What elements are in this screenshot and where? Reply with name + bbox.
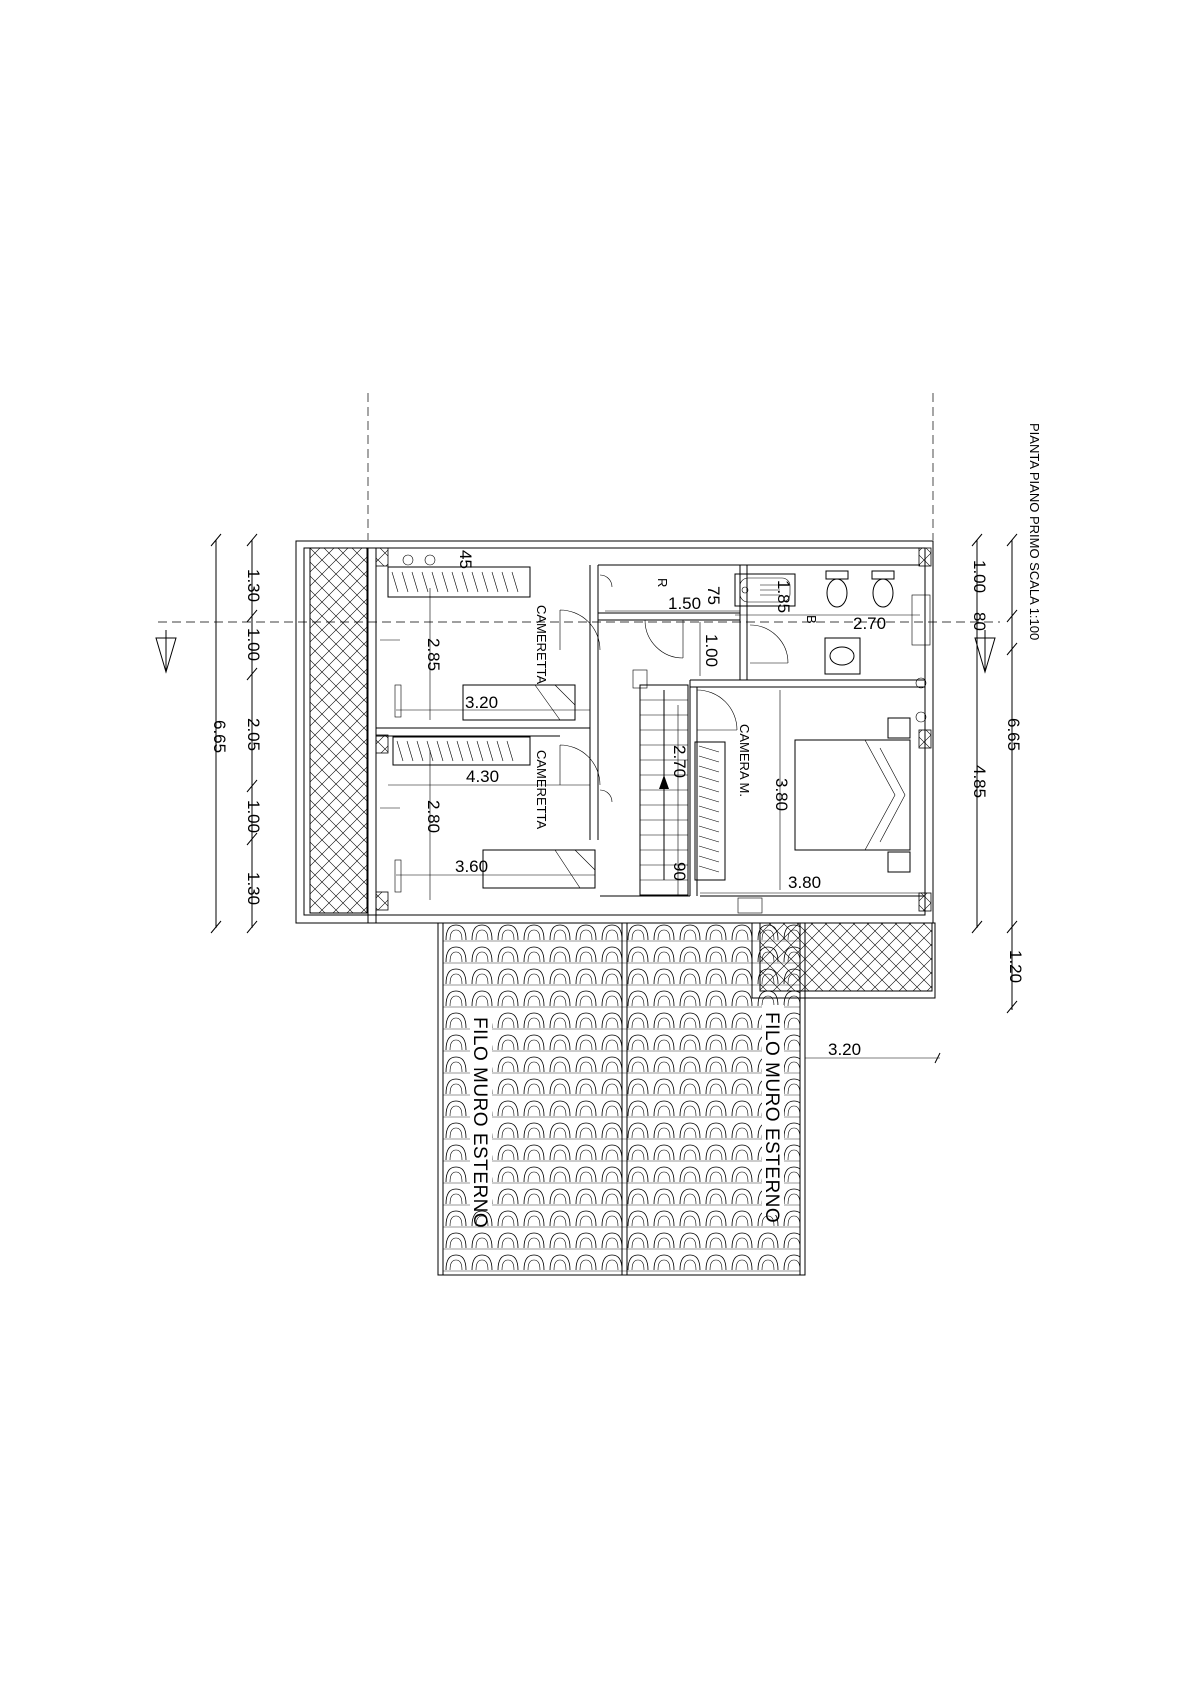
balcony-left: [309, 547, 368, 914]
fixture-b: B: [804, 615, 819, 624]
dim-285: 2.85: [424, 638, 443, 671]
section-arrow-right: [974, 630, 996, 674]
dim-left-e: 1.30: [244, 872, 263, 905]
section-arrow-left: [155, 630, 177, 674]
terrace-label-left: FILO MURO ESTERNO: [469, 1017, 490, 1228]
staircase: [632, 669, 689, 896]
dim-270a: 2.70: [853, 614, 886, 633]
interior-walls: [376, 564, 925, 897]
tiled-terrace: [437, 922, 806, 1276]
bed-bottom: [482, 849, 596, 889]
dim-430: 4.30: [466, 767, 499, 786]
bed-top: [462, 684, 576, 721]
dim-150: 1.50: [668, 594, 701, 613]
fixture-r: R: [655, 578, 670, 587]
dim-100: 1.00: [702, 634, 721, 667]
wardrobe-top: [387, 566, 531, 598]
columns: [375, 547, 932, 912]
dim-right-d: 1.20: [1006, 950, 1025, 983]
dim-left-a: 1.30: [244, 569, 263, 602]
dim-380b: 3.80: [788, 873, 821, 892]
dim-left-total: 6.65: [210, 720, 229, 753]
dim-270b: 2.70: [670, 745, 689, 778]
dim-left-c: 2.05: [244, 718, 263, 751]
room-camera-m: CAMERA M.: [737, 724, 752, 797]
room-cameretta-bottom: CAMERETTA: [534, 750, 549, 830]
toilet: [825, 570, 849, 608]
wardrobe-middle: [392, 736, 531, 766]
dim-left-d: 1.00: [244, 800, 263, 833]
dim-185: 1.85: [774, 580, 793, 613]
terrace-label-right: FILO MURO ESTERNO: [761, 1012, 782, 1223]
dim-90: 90: [670, 862, 689, 881]
bidet: [871, 570, 895, 608]
bathtub: [734, 573, 796, 607]
sink: [824, 637, 861, 675]
dim-380a: 3.80: [772, 778, 791, 811]
doors: [559, 574, 789, 803]
wardrobe-camera: [694, 741, 726, 881]
dim-chain-left: [210, 533, 258, 934]
bed-camera: [794, 717, 911, 873]
building-outline: [295, 540, 934, 924]
dim-left-b: 1.00: [244, 628, 263, 661]
room-cameretta-top: CAMERETTA: [534, 605, 549, 685]
dim-320a: 3.20: [465, 693, 498, 712]
plan-title: PIANTA PIANO PRIMO SCALA 1:100: [1027, 423, 1042, 640]
dim-right-a: 1.00: [970, 560, 989, 593]
dim-360: 3.60: [455, 857, 488, 876]
dim-75: 75: [704, 586, 723, 605]
dim-320b: 3.20: [828, 1040, 861, 1059]
dim-right-b: 80: [970, 612, 989, 631]
windows: [380, 554, 931, 914]
dim-280: 2.80: [424, 800, 443, 833]
dim-right-total: 6.65: [1004, 718, 1023, 751]
dim-lines-inner: [388, 588, 941, 1064]
section-lines: [158, 393, 1000, 623]
dim-45: 45: [456, 550, 475, 569]
dim-right-c: 4.85: [970, 765, 989, 798]
dim-chain-right: [971, 533, 1018, 1014]
